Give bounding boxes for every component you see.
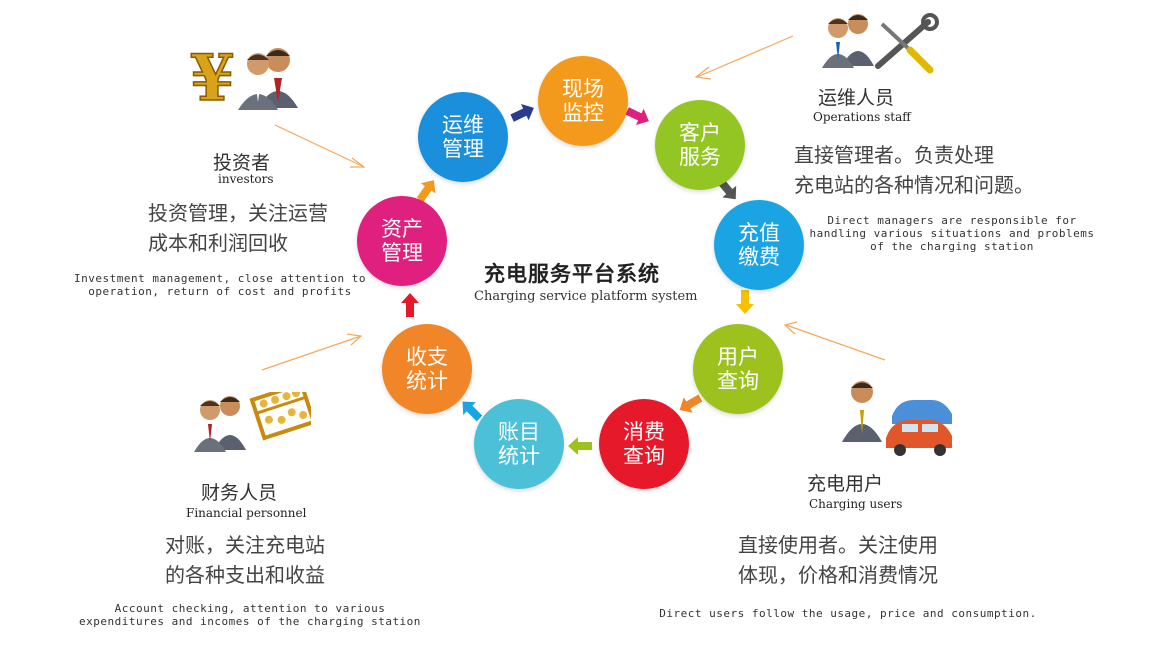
cycle-arrow-6: [568, 437, 592, 455]
cycle-arrow-4: [736, 290, 754, 314]
cycle-node-asset-management: 资产 管理: [357, 196, 447, 286]
operations-description-en: Direct managers are responsible for hand…: [809, 214, 1095, 253]
cycle-node-site-monitoring: 现场 监控: [538, 56, 628, 146]
cycle-arrow-2: [625, 107, 649, 126]
operations-description-cn: 直接管理者。负责处理 充电站的各种情况和问题。: [794, 143, 1034, 197]
users-description-cn: 直接使用者。关注使用 体现，价格和消费情况: [738, 533, 938, 587]
yuan-icon: ¥: [190, 42, 235, 112]
cycle-arrow-9: [416, 180, 436, 203]
businessmen-icon: [194, 396, 246, 452]
pointer-head-investors: [350, 157, 366, 168]
pointer-line-financial: [261, 335, 362, 371]
pointer-head-users: [783, 321, 798, 335]
cycle-arrow-1: [510, 103, 534, 122]
users-icon-group: [840, 376, 960, 456]
center-subtitle: Charging service platform system: [474, 289, 698, 304]
businessmen-icon: [238, 48, 298, 110]
cycle-node-recharge-payment: 充值 缴费: [714, 200, 804, 290]
pointer-head-operations: [694, 66, 712, 80]
businessmen-icon: [822, 14, 874, 68]
users-name-en: Charging users: [809, 497, 903, 511]
users-name-cn: 充电用户: [807, 473, 884, 495]
businessman-icon: [842, 381, 882, 442]
cars-icon: [886, 400, 952, 456]
cycle-node-customer-service: 客户 服务: [655, 100, 745, 190]
cycle-node-user-query: 用户 查询: [693, 324, 783, 414]
cycle-arrow-8: [401, 293, 419, 317]
cycle-node-account-statistics: 账目 统计: [474, 399, 564, 489]
investors-name-cn: 投资者: [213, 152, 271, 174]
operations-icon-group: [818, 10, 943, 80]
abacus-icon: [249, 392, 311, 441]
financial-name-cn: 财务人员: [201, 482, 278, 504]
financial-icon-group: [186, 392, 311, 457]
cycle-node-consumption-query: 消费 查询: [599, 399, 689, 489]
cycle-arrow-7: [462, 401, 483, 422]
cycle-arrow-5: [679, 394, 703, 413]
users-description-en: Direct users follow the usage, price and…: [659, 607, 1037, 620]
investors-description-cn: 投资管理，关注运营 成本和利润回收: [148, 201, 328, 255]
pointer-head-financial: [346, 333, 363, 346]
pointer-line-operations: [696, 35, 794, 78]
investors-name-en: investors: [218, 172, 274, 186]
pointer-line-users: [785, 324, 886, 361]
operations-name-en: Operations staff: [813, 110, 911, 124]
cycle-node-operations-management: 运维 管理: [418, 92, 508, 182]
financial-name-en: Financial personnel: [186, 506, 307, 520]
operations-name-cn: 运维人员: [818, 87, 895, 109]
center-title: 充电服务平台系统: [484, 262, 660, 286]
svg-text:¥: ¥: [190, 42, 235, 112]
investors-description-en: Investment management, close attention t…: [73, 272, 367, 298]
financial-description-en: Account checking, attention to various e…: [79, 602, 421, 628]
investors-icon-group: ¥: [190, 42, 310, 112]
tools-icon: [875, 13, 939, 74]
pointer-line-investors: [274, 124, 363, 167]
financial-description-cn: 对账，关注充电站 的各种支出和收益: [165, 533, 325, 587]
cycle-node-income-expense-statistics: 收支 统计: [382, 324, 472, 414]
